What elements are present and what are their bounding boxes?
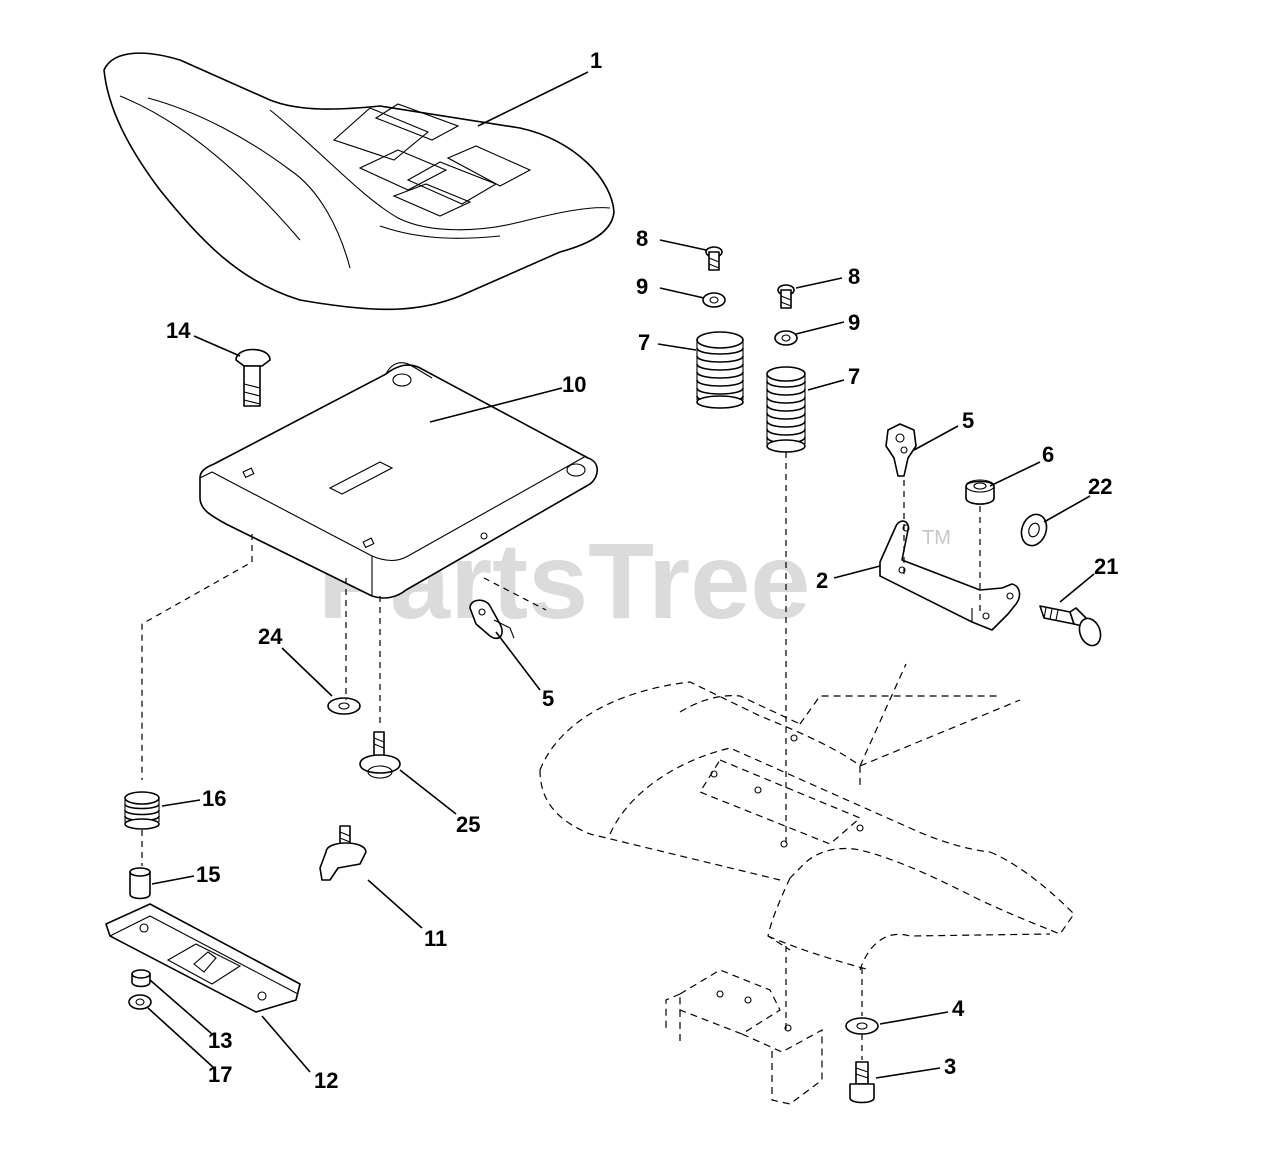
knob-upper-part [885,423,917,477]
leader-lines [147,71,1095,1079]
bolt-25-part [359,731,401,779]
callout-washer-17: 17 [208,1062,232,1087]
spacer-part [129,867,151,900]
spring-right-part [766,366,806,453]
screw-right-part [777,284,795,309]
washer-22-part [1020,513,1048,547]
callout-knob-upper: 5 [962,408,974,433]
callout-seat: 1 [590,48,602,73]
callout-screw-right: 8 [848,264,860,289]
lower-frame-bracket-phantom [665,969,823,1105]
callout-spring-right: 7 [848,364,860,389]
bolt-3-part [849,1061,875,1104]
bracket-part [879,520,1021,631]
seat-pan-part [199,362,599,599]
assembly-center-lines [141,452,981,1060]
callout-knob-11: 11 [424,926,447,951]
callout-washer-22: 22 [1088,474,1112,499]
carriage-bolt-part [235,348,271,407]
callout-bracket: 2 [816,568,828,593]
knob-11-part [319,825,367,881]
callout-spring-16: 16 [202,786,226,811]
washer-17-part [128,994,152,1010]
washer-4-part [845,1017,879,1035]
callout-seat-pan: 10 [562,372,586,397]
callout-washer-24: 24 [258,624,283,649]
screw-left-part [705,246,723,271]
shoulder-bolt-part [1039,605,1102,647]
callout-washer-right: 9 [848,310,860,335]
washer-right-part [774,330,798,346]
callout-numbers: 1 10 14 8 9 7 8 9 7 5 6 22 2 21 5 24 25 … [166,48,1118,1093]
spring-left-part [696,331,744,409]
callout-plate: 12 [314,1068,338,1093]
callout-bolt-3: 3 [944,1054,956,1079]
callout-spring-left: 7 [638,330,650,355]
callout-screw-left: 8 [636,226,648,251]
callout-knob-lower: 5 [542,686,554,711]
mower-frame-phantom [539,663,1075,971]
nut-13-part [131,969,151,988]
knob-lower-part [469,599,515,640]
nut-part [965,479,995,505]
plate-part [105,903,301,1013]
watermark-trademark: TM [922,527,951,549]
callout-nut: 6 [1042,442,1054,467]
callout-bolt-25: 25 [456,812,480,837]
washer-24-part [327,697,361,715]
callout-shoulder-bolt: 21 [1094,554,1118,579]
washer-left-part [702,292,726,308]
callout-washer-left: 9 [636,274,648,299]
callout-washer-4: 4 [952,996,965,1021]
callout-carriage-bolt: 14 [166,318,191,343]
seat-part [103,52,615,311]
callout-spacer: 15 [196,862,220,887]
spring-16-part [124,791,160,830]
callout-nut-13: 13 [208,1028,232,1053]
